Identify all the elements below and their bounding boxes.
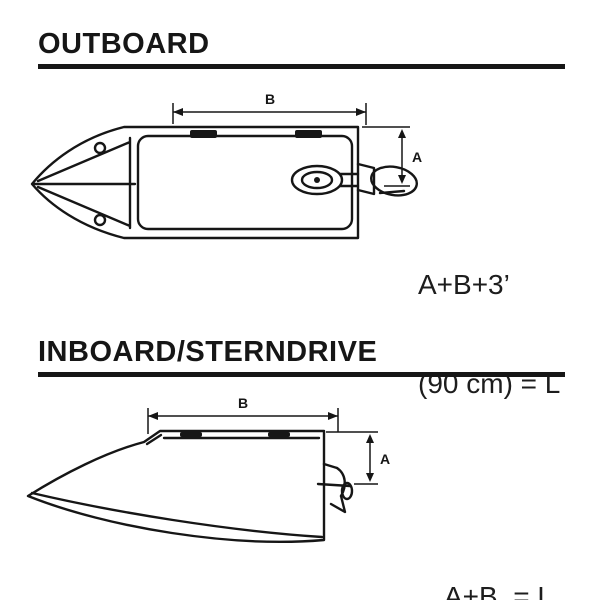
inboard-formula-line1: A+B = L [444,581,553,600]
inboard-section-title: INBOARD/STERNDRIVE [38,336,378,368]
outboard-dim-b-label: B [265,91,275,107]
inboard-dimension-a: A [326,431,390,485]
inboard-dim-a-label: A [380,451,390,467]
outboard-deck-fittings [190,130,322,183]
outboard-dimension-b: B [172,91,367,125]
outboard-dim-a-label: A [412,149,422,165]
inboard-divider [38,372,565,377]
inboard-boat-diagram: B A [26,395,390,543]
outboard-dimension-a: A [362,126,422,187]
inboard-formula: A+B = L [444,514,553,600]
sterndrive-unit [316,462,354,514]
outboard-motor [356,162,418,197]
steering-wheel [290,164,344,196]
outboard-hull [30,125,360,240]
inboard-dimension-b: B [147,395,339,434]
outboard-formula: A+B+3’ (90 cm) = L [418,202,560,466]
outboard-divider [38,64,565,69]
inboard-hull [26,429,326,543]
inboard-dim-b-label: B [238,395,248,411]
inboard-deck-fittings [180,432,290,437]
outboard-formula-line1: A+B+3’ [418,269,510,301]
outboard-boat-diagram: B A [30,91,422,240]
outboard-section-title: OUTBOARD [38,28,210,60]
